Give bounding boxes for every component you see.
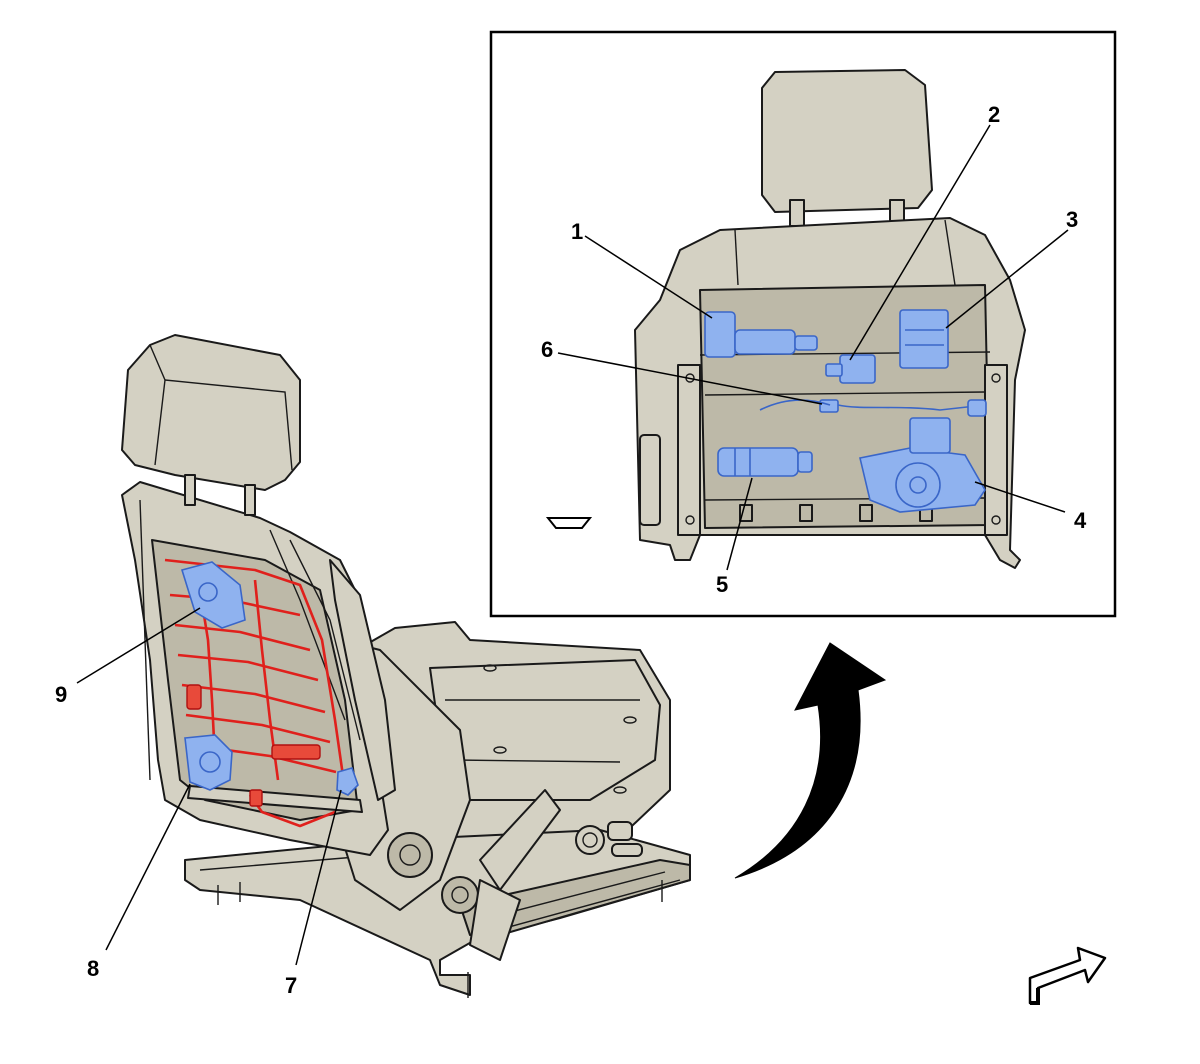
component-6-connector bbox=[819, 399, 839, 413]
component-4-gear-assembly bbox=[859, 447, 986, 513]
component-1-motor bbox=[704, 311, 736, 358]
callout-2: 2 bbox=[988, 102, 1000, 127]
component-2-module bbox=[839, 354, 876, 384]
inset-headrest bbox=[761, 69, 933, 213]
callout-3: 3 bbox=[1066, 207, 1078, 232]
headrest bbox=[121, 334, 301, 516]
orientation-arrow-icon bbox=[1028, 946, 1107, 1005]
inset-rear-view bbox=[489, 30, 1117, 618]
main-seat-view bbox=[121, 334, 691, 998]
callout-labels: 1 2 3 4 5 6 7 8 9 bbox=[55, 102, 1087, 998]
lumbar-motor-upper bbox=[180, 561, 246, 629]
component-3-control-module bbox=[899, 309, 949, 369]
callout-4: 4 bbox=[1074, 508, 1087, 533]
inset-headrest-post-left bbox=[789, 199, 805, 227]
leader-lines bbox=[76, 124, 1069, 966]
recliner-motor bbox=[184, 734, 233, 791]
inset-blue-components bbox=[704, 309, 987, 513]
blue-components-main bbox=[180, 561, 359, 796]
callout-5: 5 bbox=[716, 572, 728, 597]
callout-7: 7 bbox=[285, 973, 297, 998]
inset-seatback bbox=[634, 217, 1026, 569]
view-direction-arrow-icon bbox=[545, 517, 593, 529]
seat-base-track bbox=[184, 821, 691, 998]
lumbar-pump-actuator bbox=[336, 767, 359, 796]
callout-6: 6 bbox=[541, 337, 553, 362]
curved-transition-arrow-icon bbox=[734, 642, 887, 879]
callout-9: 9 bbox=[55, 682, 67, 707]
callout-8: 8 bbox=[87, 956, 99, 981]
component-5-motor bbox=[717, 447, 799, 477]
callout-1: 1 bbox=[571, 219, 583, 244]
